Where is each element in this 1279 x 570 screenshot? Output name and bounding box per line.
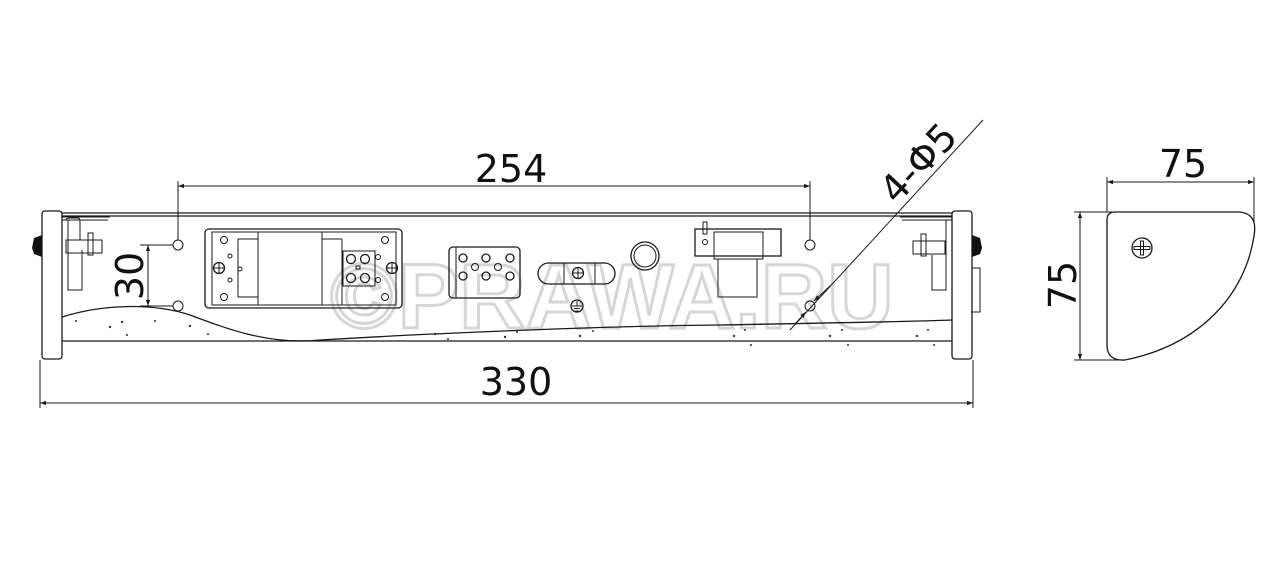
dimension-30: 30 <box>108 244 173 307</box>
mounting-hole <box>172 300 184 312</box>
dim-label-holes: 4-Φ5 <box>871 114 966 211</box>
watermark: ©PRAWA.RU <box>330 246 894 348</box>
end-cap-profile <box>1106 211 1256 361</box>
left-knob <box>32 235 42 257</box>
ballast <box>204 228 403 309</box>
dimension-254: 254 <box>177 147 811 240</box>
cable-gland <box>630 241 660 271</box>
texture-dots <box>75 320 935 346</box>
left-end-cap <box>41 210 63 360</box>
dim-label-330: 330 <box>480 360 553 404</box>
dim-label-height: 75 <box>1041 261 1085 309</box>
mounting-hole <box>804 300 816 312</box>
screw-icon <box>1131 237 1153 259</box>
left-bracket <box>62 216 110 291</box>
cover-edge <box>61 305 953 342</box>
dimension-height-75: 75 <box>1041 211 1120 361</box>
dim-label-254: 254 <box>475 147 548 191</box>
dimension-330: 330 <box>39 360 974 408</box>
lamp-holder-slot <box>537 262 616 285</box>
right-end-cap <box>951 210 973 360</box>
side-view: 75 75 <box>1041 142 1256 361</box>
dimension-width-75: 75 <box>1106 142 1255 222</box>
dim-label-width: 75 <box>1159 142 1207 186</box>
terminal-block <box>448 246 521 299</box>
right-bracket <box>900 216 952 291</box>
switch-bracket <box>694 221 782 298</box>
mounting-hole <box>172 239 184 251</box>
ground-symbol-icon <box>570 299 584 313</box>
right-knob <box>972 235 982 257</box>
dim-label-30: 30 <box>108 252 152 300</box>
